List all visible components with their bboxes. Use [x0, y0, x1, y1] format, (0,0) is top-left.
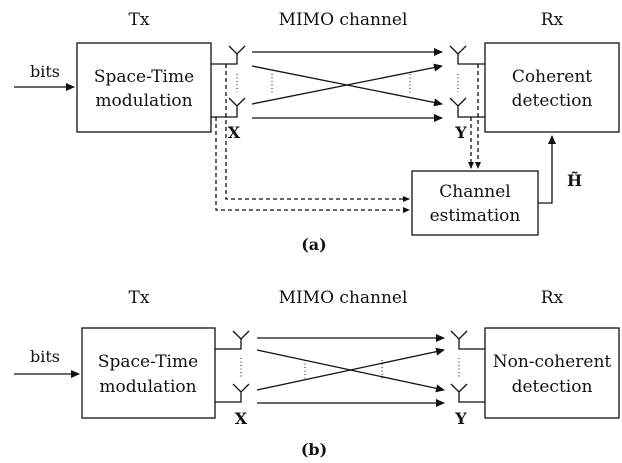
diagram-a: Tx MIMO channel Rx bits Space-Time modul…	[14, 10, 620, 254]
detection-line2: detection	[512, 91, 593, 111]
detection-line2: detection	[512, 377, 593, 397]
rx-antenna-icon	[450, 383, 485, 403]
tx-antenna-icon	[211, 97, 246, 118]
estimate-arrow	[538, 135, 556, 204]
rx-header: Rx	[541, 288, 564, 308]
coherent-detection-box	[484, 42, 620, 133]
pilot-path	[225, 64, 410, 202]
tx-signal-x: X	[235, 409, 248, 428]
modulation-line1: Space-Time	[94, 67, 194, 87]
tx-antenna-icon	[211, 45, 246, 65]
rx-signal-y: Y	[454, 409, 467, 428]
rx-signal-y: Y	[454, 123, 467, 142]
channel-header: MIMO channel	[279, 288, 408, 308]
rx-header: Rx	[541, 10, 564, 30]
bits-label: bits	[30, 62, 60, 81]
channel-estimate-h: H̃	[567, 171, 582, 190]
tx-signal-x: X	[228, 123, 241, 142]
rx-antenna-icon	[449, 45, 485, 65]
estimation-line1: Channel	[439, 182, 511, 202]
modulation-line2: modulation	[95, 91, 192, 111]
estimation-line2: estimation	[430, 206, 521, 226]
pilot-path	[215, 117, 410, 213]
tx-header: Tx	[129, 288, 150, 308]
tx-header: Tx	[129, 10, 150, 30]
bits-label: bits	[30, 347, 60, 366]
non-coherent-detection-box	[484, 327, 620, 419]
space-time-modulation-box	[76, 42, 212, 133]
channel-header: MIMO channel	[279, 10, 408, 30]
detection-line1: Coherent	[512, 67, 592, 87]
modulation-line2: modulation	[99, 377, 196, 397]
tx-antenna-icon	[215, 383, 250, 403]
modulation-line1: Space-Time	[98, 352, 198, 372]
caption-a: (a)	[301, 235, 327, 254]
channel-estimation-box	[411, 170, 539, 236]
detection-line1: Non-coherent	[493, 352, 612, 372]
channel-path	[256, 347, 445, 391]
caption-b: (b)	[301, 440, 327, 459]
diagram-b: Tx MIMO channel Rx bits Space-Time modul…	[14, 288, 620, 459]
rx-antenna-icon	[450, 330, 485, 350]
rx-antenna-icon	[449, 97, 485, 118]
channel-path	[251, 63, 443, 105]
space-time-modulation-box	[81, 327, 216, 419]
tx-antenna-icon	[215, 330, 250, 350]
